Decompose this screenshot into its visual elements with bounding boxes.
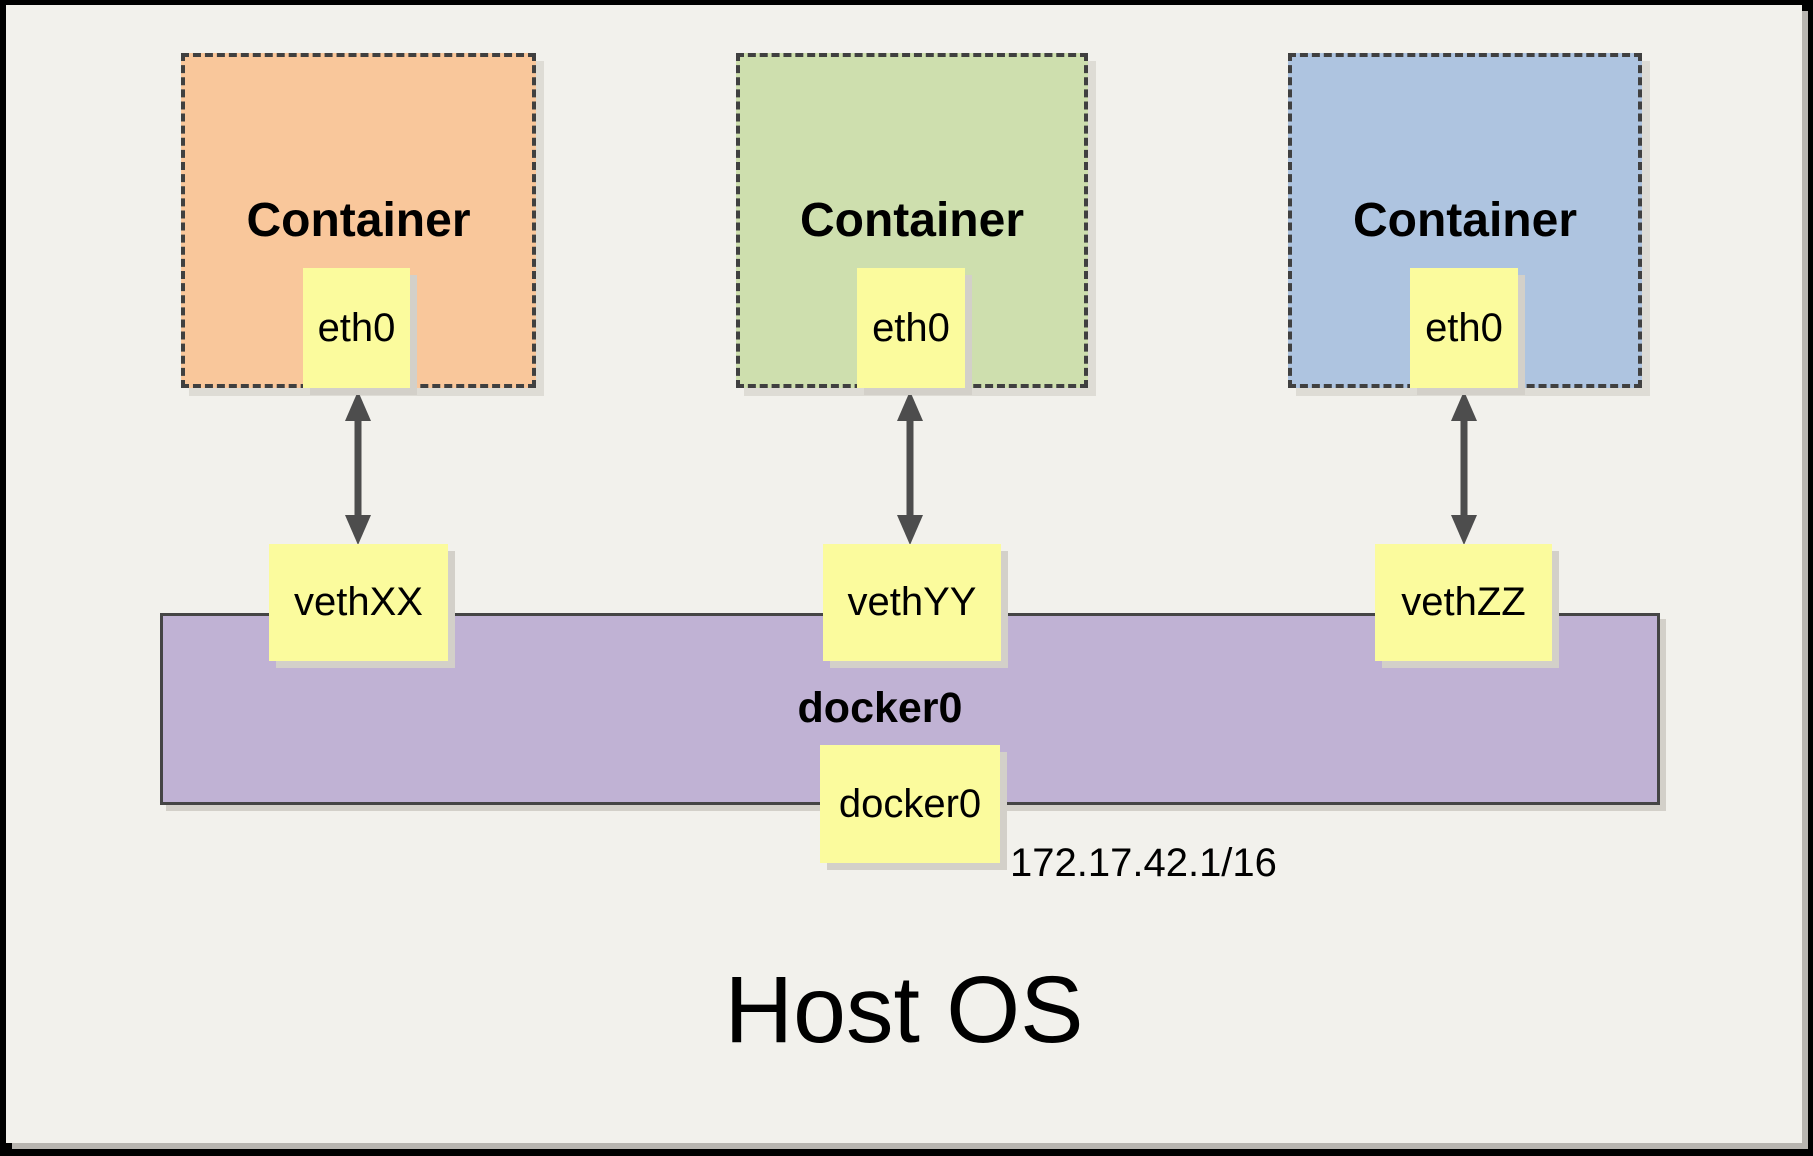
vethxx-box: vethXX <box>269 544 448 661</box>
eth0-label: eth0 <box>872 305 950 350</box>
docker0-interface-box: docker0 <box>820 745 1000 863</box>
vethyy-box: vethYY <box>823 544 1001 661</box>
vethzz-label: vethZZ <box>1401 580 1526 624</box>
bridge-subnet-label: 172.17.42.1/16 <box>1010 841 1277 885</box>
container-title: Container <box>799 194 1024 247</box>
eth0-interface-box-3: eth0 <box>1410 268 1518 388</box>
eth0-interface-box-2: eth0 <box>857 268 965 388</box>
container-title: Container <box>246 194 471 247</box>
bidirectional-arrow-icon <box>897 391 923 545</box>
bidirectional-arrow-icon <box>345 391 371 545</box>
docker0-bridge-label: docker0 <box>797 684 963 732</box>
vethzz-box: vethZZ <box>1375 544 1552 661</box>
docker0-interface-label: docker0 <box>838 781 982 826</box>
bidirectional-arrow-icon <box>1451 391 1477 545</box>
vethyy-label: vethYY <box>847 580 977 624</box>
eth0-interface-box-1: eth0 <box>303 268 410 388</box>
container-title: Container <box>1352 194 1577 247</box>
host-os-label: Host OS <box>724 957 1084 1063</box>
eth0-label: eth0 <box>1425 305 1503 350</box>
host-os-panel: Container Container Container eth0 eth0 … <box>6 5 1802 1143</box>
eth0-label: eth0 <box>317 305 396 350</box>
vethxx-label: vethXX <box>294 580 423 624</box>
